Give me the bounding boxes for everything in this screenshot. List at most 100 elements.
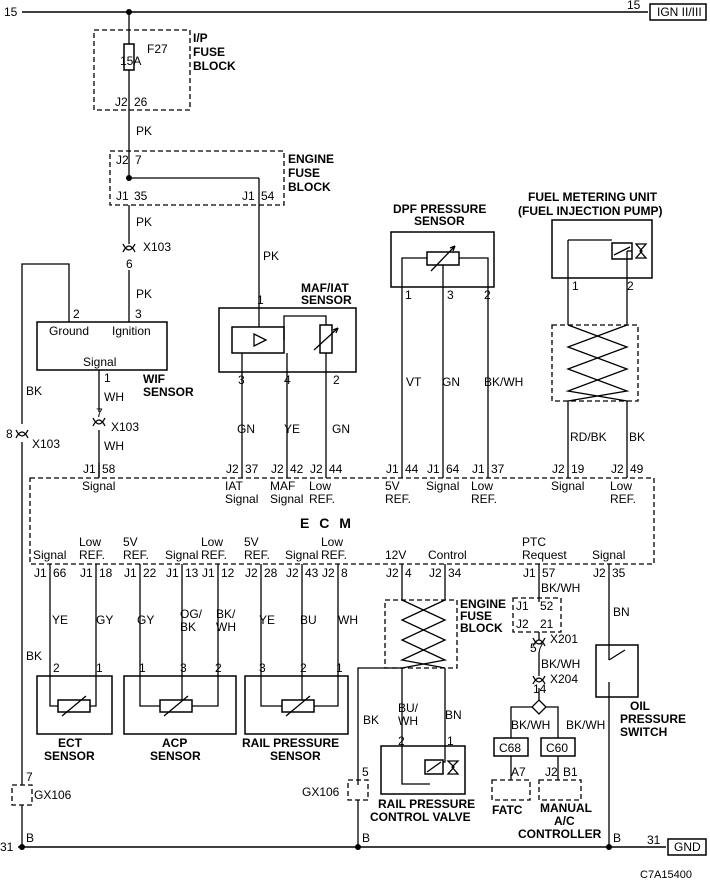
- maf-pin3: 3: [238, 373, 245, 387]
- ecm-pin-connector: J1: [523, 566, 536, 580]
- dpf-pin2: 2: [484, 288, 491, 302]
- fatc-pin: A7: [511, 765, 526, 779]
- ef-out1-connector: J1: [116, 189, 129, 203]
- ecm-pin-function: REF.: [123, 548, 149, 562]
- wire-gy-acp: GY: [137, 613, 154, 627]
- wire-ye-maf: YE: [284, 422, 300, 436]
- wire-bn-oil: BN: [613, 605, 630, 619]
- ecm-pin-function: Low: [471, 479, 493, 493]
- maf-iat-sensor: 1 3 4 2 MAF/IAT SENSOR GN YE GN: [218, 281, 357, 463]
- ecm-pin-connector: J2: [429, 566, 442, 580]
- acp-sensor: GY OG/ BK BK/ WH 1 3 2 ACP SENSOR: [123, 578, 237, 763]
- ecm-pin-number: 19: [571, 462, 585, 476]
- ecm-pin-connector: J1: [166, 566, 179, 580]
- ecm-bottom-pin: J2 35 Signal: [592, 548, 626, 580]
- dpf-pin3: 3: [447, 288, 454, 302]
- ecm-pin-number: 49: [630, 462, 644, 476]
- ecm-pin-connector: J1: [83, 462, 96, 476]
- maf-pin2: 2: [333, 373, 340, 387]
- wif-ignition-label: Ignition: [112, 324, 151, 338]
- ecm-pin-number: 58: [102, 462, 116, 476]
- wire-bkwh-fatc: BK/WH: [511, 718, 550, 732]
- ect-title-2: SENSOR: [44, 749, 95, 763]
- efb-p1: 52: [540, 599, 554, 613]
- rps-title-2: SENSOR: [270, 749, 321, 763]
- ecm-pin-connector: J2: [552, 462, 565, 476]
- wif-title-1: WIF: [143, 372, 165, 386]
- ecm-pin-number: 35: [612, 566, 626, 580]
- ect-pin2: 2: [53, 661, 60, 675]
- ecm-pin-connector: J2: [593, 566, 606, 580]
- rps-pin3: 3: [259, 661, 266, 675]
- fmu-title-2: (FUEL INJECTION PUMP): [518, 204, 662, 218]
- ecm-pin-function: Signal: [592, 548, 625, 562]
- ecm-pin-function: REF.: [201, 548, 227, 562]
- manual-ac-connector: C60: [546, 741, 568, 755]
- gx106-pin7: 7: [26, 770, 33, 784]
- fuse-rating: 15A: [120, 54, 141, 68]
- ecm-pin-function: REF.: [79, 548, 105, 562]
- ef-title-1: ENGINE: [288, 152, 334, 166]
- acp-pin1: 1: [139, 661, 146, 675]
- ecm-pin-number: 37: [491, 462, 505, 476]
- ecm-pin-number: 37: [245, 462, 259, 476]
- wire-bu-rps: BU: [300, 613, 317, 627]
- ecm-pin-function: Signal: [82, 479, 115, 493]
- wire-ye-rps: YE: [259, 613, 275, 627]
- ip-fuse-block: F27 15A J2 26 I/P FUSE BLOCK PK: [93, 12, 236, 160]
- wire-pk-4: PK: [263, 249, 279, 263]
- ecm-pin-number: 8: [341, 566, 348, 580]
- manual-ac-title-2: A/C: [554, 814, 575, 828]
- manual-ac-title-3: CONTROLLER: [518, 827, 602, 841]
- x201-pin: 57: [530, 641, 544, 655]
- ef-out2-connector: J1: [242, 189, 255, 203]
- wire-pk-1: PK: [136, 124, 152, 138]
- ecm-pin-function: Low: [610, 479, 632, 493]
- ecm-pin-connector: J2: [271, 462, 284, 476]
- rail-top-tag: IGN II/III: [657, 5, 702, 19]
- wire-bkwh-acp-1: BK/: [216, 607, 236, 621]
- x103-pin7: 7: [96, 406, 103, 420]
- ecm-pin-connector: J2: [322, 566, 335, 580]
- maf-title-1: MAF/IAT: [301, 281, 349, 295]
- ecm-pin-connector: J1: [472, 462, 485, 476]
- manual-ac-pin: B1: [563, 765, 578, 779]
- oil-title-3: SWITCH: [620, 725, 667, 739]
- ecm-pin-function: Signal: [165, 548, 198, 562]
- rps-pin1: 1: [336, 661, 343, 675]
- manual-ac-title-1: MANUAL: [540, 801, 592, 815]
- fatc-label: FATC: [492, 803, 523, 817]
- ecm-pin-function: Signal: [270, 492, 303, 506]
- ecm-pin-function: 5V: [385, 479, 400, 493]
- maf-title-2: SENSOR: [301, 293, 352, 307]
- ecm-pin-connector: J2: [245, 566, 258, 580]
- wire-bkwh-acp-2: WH: [216, 620, 236, 634]
- efb-title-2: FUSE: [460, 609, 492, 623]
- x103-label-1: X103: [143, 240, 171, 254]
- wire-ogbk-1: OG/: [180, 607, 203, 621]
- ecm-pin-number: 34: [448, 566, 462, 580]
- dpf-pin1: 1: [405, 288, 412, 302]
- rail-bottom-right-number: 31: [647, 833, 661, 847]
- ecm-pin-connector: J1: [386, 462, 399, 476]
- ecm-pin-function: REF.: [244, 548, 270, 562]
- ecm-pin-connector: J2: [386, 566, 399, 580]
- ef-title-2: FUSE: [288, 166, 320, 180]
- ecm-pin-number: 13: [185, 566, 199, 580]
- wire-bn-valve: BN: [445, 708, 462, 722]
- wire-bk-2: BK: [26, 649, 42, 663]
- ecm-pin-connector: J1: [124, 566, 137, 580]
- ecm-pin-function: REF.: [321, 548, 347, 562]
- wire-bk-fmu: BK: [629, 430, 645, 444]
- wire-bk-valve: BK: [363, 713, 379, 727]
- x103-label-3: X103: [32, 437, 60, 451]
- wire-bkwh-ptc-2: BK/WH: [541, 657, 580, 671]
- ignition-rail: 15 15 IGN II/III: [4, 0, 707, 21]
- efb-c2: J2: [516, 617, 529, 631]
